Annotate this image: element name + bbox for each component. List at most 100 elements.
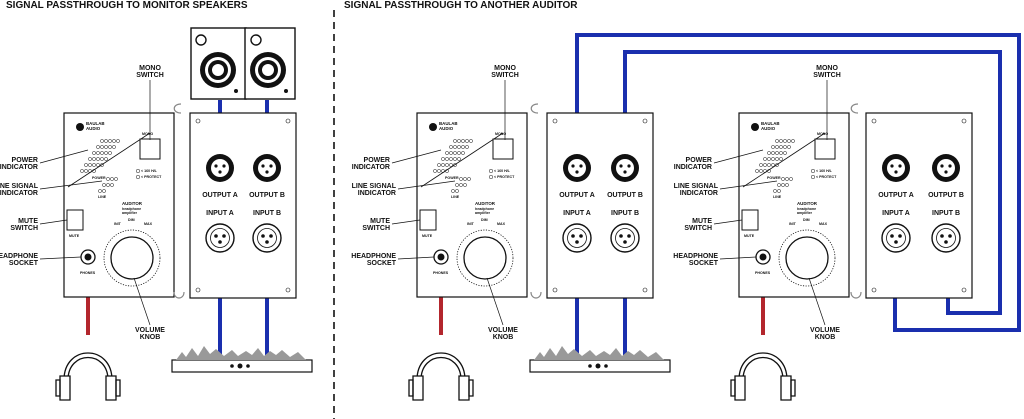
xlr-input-a[interactable] xyxy=(205,223,235,253)
svg-text:POWER: POWER xyxy=(445,176,459,180)
svg-text:MUTE: MUTE xyxy=(370,218,390,225)
svg-text:SWITCH: SWITCH xyxy=(491,72,519,79)
xlr-input-b[interactable] xyxy=(252,223,282,253)
svg-text:INDICATOR: INDICATOR xyxy=(0,164,38,171)
svg-text:POWER: POWER xyxy=(12,157,38,164)
xlr-input-b[interactable] xyxy=(931,223,961,253)
xlr-input-b[interactable] xyxy=(610,223,640,253)
xlr-output-b[interactable] xyxy=(932,154,960,182)
volume-knob[interactable] xyxy=(110,236,154,280)
mute-switch[interactable] xyxy=(66,209,84,231)
svg-text:< PROTECT: < PROTECT xyxy=(494,175,515,179)
volume-knob[interactable] xyxy=(785,236,829,280)
svg-text:INDICATOR: INDICATOR xyxy=(674,164,712,171)
power-indicator-leds xyxy=(80,139,120,173)
svg-text:HEADPHONE: HEADPHONE xyxy=(351,253,396,260)
svg-text:headphone: headphone xyxy=(122,207,141,211)
amp-front-panel-2: BAULAB AUDIO POWER LINE MONO < 160 H/L <… xyxy=(416,112,528,298)
svg-text:LINE SIGNAL: LINE SIGNAL xyxy=(674,183,719,190)
svg-text:SOCKET: SOCKET xyxy=(689,260,719,267)
svg-text:AUDITOR: AUDITOR xyxy=(475,201,496,206)
connector-labels: OUTPUT A OUTPUT B INPUT A INPUT B OUTPUT… xyxy=(202,192,964,217)
mono-switch[interactable] xyxy=(492,138,514,160)
svg-text:OUTPUT B: OUTPUT B xyxy=(928,192,964,199)
callouts-scene-1: MONO SWITCH POWER INDICATOR LINE SIGNAL … xyxy=(0,65,165,341)
rotate-arrow-icon xyxy=(850,103,859,114)
headphones-icon xyxy=(408,352,474,401)
line-signal-leds xyxy=(451,177,471,193)
svg-text:< 160 H/L: < 160 H/L xyxy=(494,169,511,173)
line-signal-leds xyxy=(98,177,118,193)
svg-text:LINE SIGNAL: LINE SIGNAL xyxy=(0,183,39,190)
xlr-input-a[interactable] xyxy=(562,223,592,253)
xlr-output-a[interactable] xyxy=(882,154,910,182)
svg-text:DIM: DIM xyxy=(128,218,135,222)
svg-text:SWITCH: SWITCH xyxy=(136,72,164,79)
svg-text:AUDIO: AUDIO xyxy=(439,126,454,131)
svg-text:MONO: MONO xyxy=(816,65,838,72)
audio-interface-2 xyxy=(529,346,671,373)
volume-knob[interactable] xyxy=(463,236,507,280)
svg-text:MAX: MAX xyxy=(819,222,828,226)
svg-text:INPUT A: INPUT A xyxy=(563,210,591,217)
svg-text:BAULAB: BAULAB xyxy=(439,121,458,126)
baulab-logo: BAULAB AUDIO xyxy=(76,121,105,131)
svg-text:PHONES: PHONES xyxy=(433,271,449,275)
svg-text:LINE: LINE xyxy=(451,195,460,199)
rotate-arrow-icon xyxy=(173,103,182,114)
xlr-output-a[interactable] xyxy=(563,154,591,182)
svg-text:OUTPUT A: OUTPUT A xyxy=(878,192,914,199)
svg-text:LINE SIGNAL: LINE SIGNAL xyxy=(352,183,397,190)
svg-text:POWER: POWER xyxy=(92,176,106,180)
mute-switch[interactable] xyxy=(419,209,437,231)
svg-text:INDICATOR: INDICATOR xyxy=(358,190,396,197)
svg-text:< PROTECT: < PROTECT xyxy=(816,175,837,179)
svg-text:amplifier: amplifier xyxy=(122,211,138,215)
cable-passthrough-a xyxy=(575,33,1021,332)
svg-text:HEADPHONE: HEADPHONE xyxy=(0,253,38,260)
svg-text:PHONES: PHONES xyxy=(755,271,771,275)
xlr-output-a[interactable] xyxy=(206,154,234,182)
svg-text:SOCKET: SOCKET xyxy=(367,260,397,267)
amp-front-panel-1: BAULAB AUDIO POWER LINE MONO < 160 H/L <… xyxy=(63,112,175,298)
svg-text:INPUT A: INPUT A xyxy=(882,210,910,217)
svg-text:AUDITOR: AUDITOR xyxy=(122,201,143,206)
signal-cables xyxy=(218,33,1021,360)
cable-passthrough-b xyxy=(623,50,1002,315)
svg-text:AUDIO: AUDIO xyxy=(761,126,776,131)
mono-switch[interactable] xyxy=(814,138,836,160)
svg-text:KNOB: KNOB xyxy=(493,334,514,341)
headphones-icon xyxy=(55,352,121,401)
headphones-icon xyxy=(730,352,796,401)
xlr-input-a[interactable] xyxy=(881,223,911,253)
xlr-output-b[interactable] xyxy=(253,154,281,182)
svg-text:INDICATOR: INDICATOR xyxy=(352,164,390,171)
svg-text:< 160 H/L: < 160 H/L xyxy=(141,169,158,173)
svg-text:MONO: MONO xyxy=(494,65,516,72)
svg-text:MONO: MONO xyxy=(495,132,506,136)
amp-rear-panel-3 xyxy=(865,112,973,299)
mute-switch[interactable] xyxy=(741,209,759,231)
svg-text:POWER: POWER xyxy=(767,176,781,180)
right-section-title: SIGNAL PASSTHROUGH TO ANOTHER AUDITOR xyxy=(344,0,578,11)
svg-text:SWITCH: SWITCH xyxy=(813,72,841,79)
svg-text:AUDITOR: AUDITOR xyxy=(797,201,818,206)
svg-text:MUTE: MUTE xyxy=(69,234,80,238)
power-indicator-leds xyxy=(755,139,795,173)
power-indicator-leds xyxy=(433,139,473,173)
svg-text:SWITCH: SWITCH xyxy=(362,225,390,232)
svg-text:PHONES: PHONES xyxy=(80,271,96,275)
svg-text:MUTE: MUTE xyxy=(692,218,712,225)
mono-switch[interactable] xyxy=(139,138,161,160)
amp-rear-panel-2 xyxy=(546,112,654,299)
svg-text:MONO: MONO xyxy=(139,65,161,72)
svg-text:SOCKET: SOCKET xyxy=(9,260,39,267)
xlr-output-b[interactable] xyxy=(611,154,639,182)
monitor-speaker-b xyxy=(244,27,296,100)
svg-text:MUTE: MUTE xyxy=(422,234,433,238)
svg-text:LINE: LINE xyxy=(98,195,107,199)
svg-text:INPUT A: INPUT A xyxy=(206,210,234,217)
audio-interface-1 xyxy=(171,346,313,373)
amp-front-panel-3: BAULAB AUDIO POWER LINE MONO < 160 H/L <… xyxy=(738,112,850,298)
